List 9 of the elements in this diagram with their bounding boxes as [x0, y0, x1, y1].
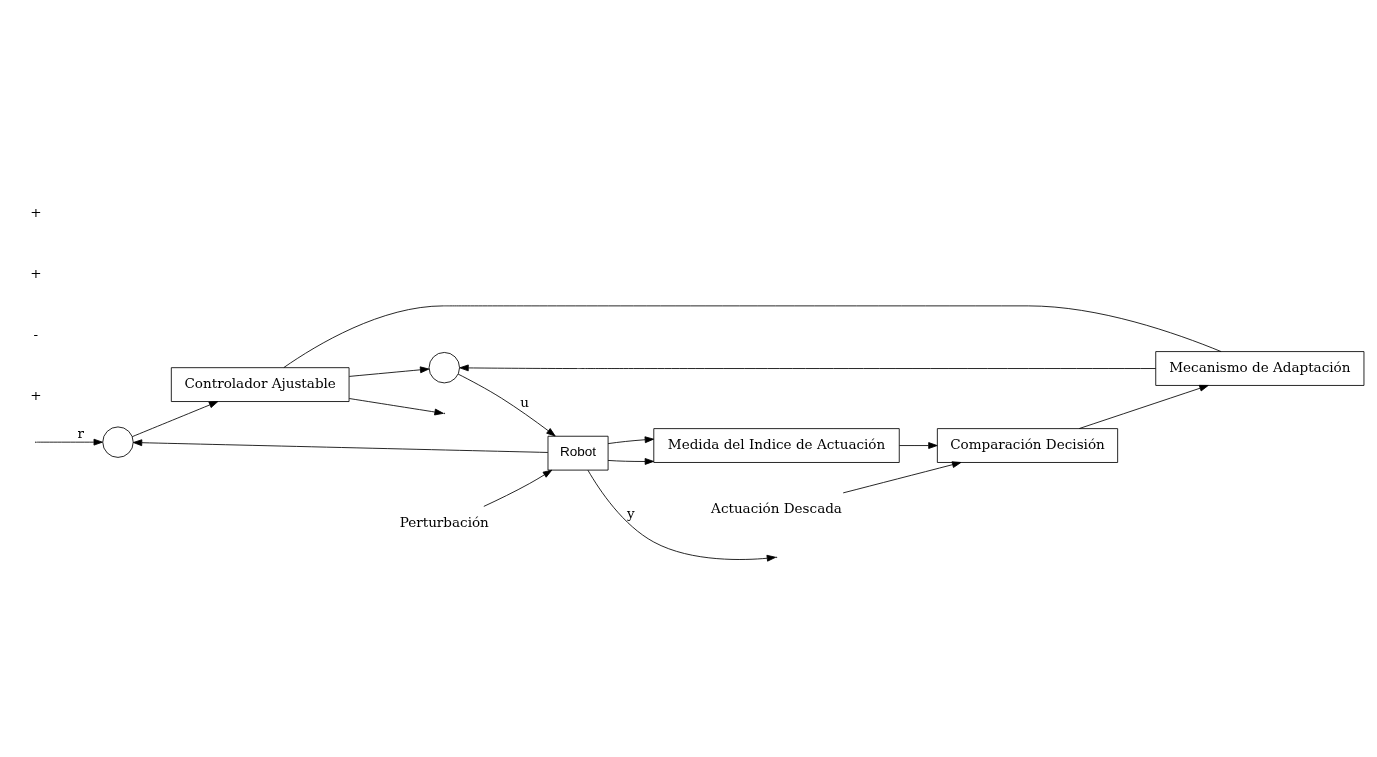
- label: +: [30, 386, 42, 403]
- edge-label: r: [77, 424, 84, 441]
- node-text: Actuación Descada: [711, 499, 842, 516]
- edge-label: u: [520, 393, 530, 410]
- label: +: [30, 203, 42, 220]
- label: +: [30, 264, 42, 281]
- node-text: Perturbación: [399, 513, 489, 530]
- edge-label: y: [627, 504, 635, 521]
- label: -: [33, 325, 39, 342]
